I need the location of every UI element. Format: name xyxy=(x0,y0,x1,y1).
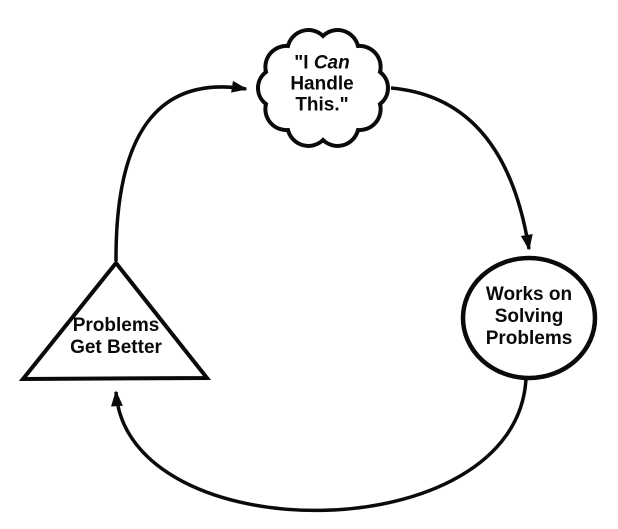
arrow-triangle-to-cloud xyxy=(114,80,248,262)
triangle-label-line1: Problems xyxy=(72,315,160,336)
cloud-label-line1-italic: Can xyxy=(313,52,350,74)
circle-label-line2: Solving xyxy=(494,306,564,327)
circle-label-line3: Problems xyxy=(485,328,573,349)
circle-shape xyxy=(460,255,598,381)
circle-label-line1: Works on xyxy=(485,284,573,305)
cloud-label-line2: Handle xyxy=(290,73,354,95)
cloud-label-line1: "I Can xyxy=(290,53,353,74)
arrow-circle-to-triangle xyxy=(111,378,528,513)
triangle-shape xyxy=(18,259,212,382)
cloud-shape xyxy=(256,28,390,148)
circle-label: Works on Solving Problems xyxy=(486,284,573,350)
cloud-label-line1-prefix: "I xyxy=(294,52,314,74)
cloud-label-line3: This." xyxy=(295,94,349,116)
cloud-label: "I Can Handle This." xyxy=(290,53,353,116)
triangle-label: Problems Get Better xyxy=(70,315,162,359)
arrow-cloud-to-circle xyxy=(390,86,533,251)
triangle-label-line2: Get Better xyxy=(70,337,162,358)
